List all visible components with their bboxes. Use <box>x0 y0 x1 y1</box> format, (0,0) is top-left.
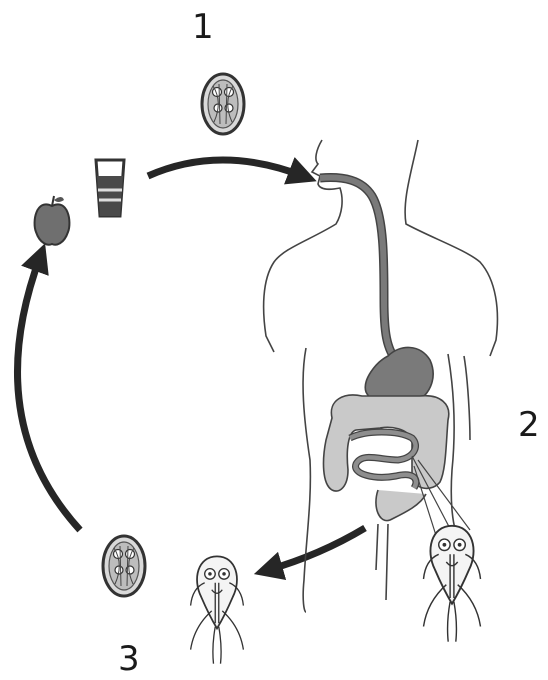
stage-label-3: 3 <box>118 642 140 676</box>
giardia-trophozoite-icon <box>191 556 244 663</box>
digestive-tract <box>320 178 470 548</box>
stage-label-2: 2 <box>518 408 540 442</box>
arrow-stage-3-to-apple <box>18 257 81 530</box>
apple-icon <box>35 196 70 245</box>
arrow-water-to-mouth <box>148 160 303 176</box>
arrow-body-to-stage-3 <box>268 528 365 570</box>
glass-of-water-icon <box>96 160 124 216</box>
giardia-trophozoite-icon <box>424 526 481 642</box>
stage-label-1: 1 <box>192 10 214 44</box>
giardia-cyst-icon <box>202 74 244 134</box>
giardia-cyst-icon <box>103 536 145 596</box>
